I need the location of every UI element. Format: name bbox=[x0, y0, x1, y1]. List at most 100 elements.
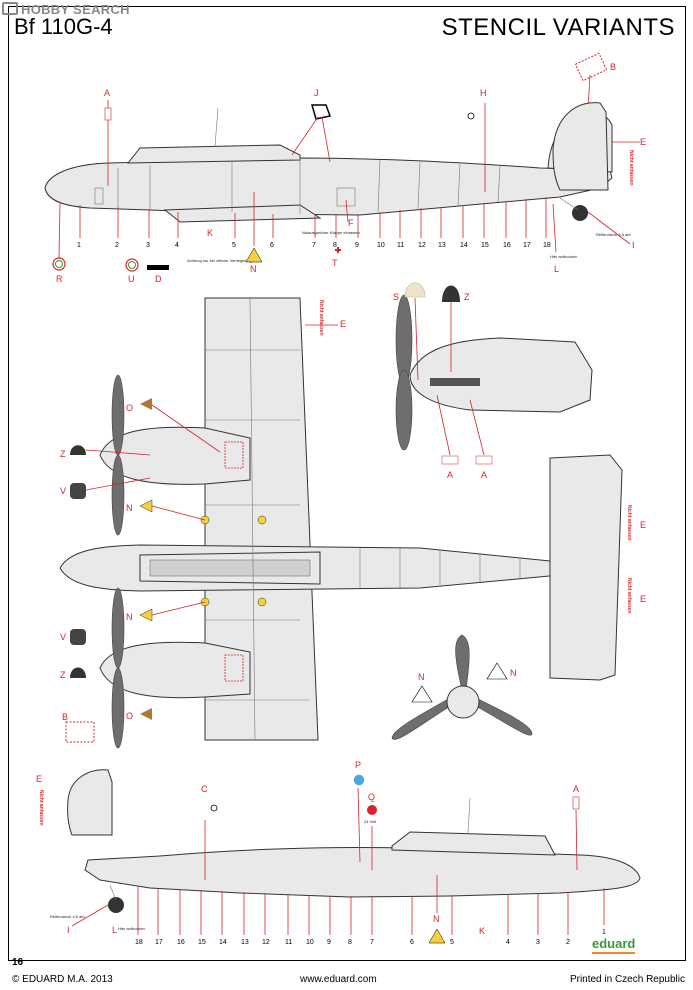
callout-v: V bbox=[60, 486, 66, 496]
propeller-blade bbox=[111, 667, 125, 749]
callout-e-wing: E bbox=[340, 319, 346, 329]
stencil-o-upper bbox=[140, 398, 152, 410]
tailplane-plan bbox=[549, 454, 623, 681]
stencil-a-detail-1 bbox=[441, 455, 459, 465]
callout-o-leader bbox=[151, 404, 221, 453]
callout-e-tail-upper: E bbox=[640, 520, 646, 530]
callout-u: U bbox=[128, 274, 135, 284]
station-number: 14 bbox=[219, 939, 227, 946]
stencil-q bbox=[367, 805, 377, 815]
station-number: 8 bbox=[333, 242, 337, 249]
stencil-u-inner bbox=[128, 261, 136, 269]
callout-n-right: N bbox=[510, 668, 517, 678]
rudder-detail-bottom bbox=[67, 769, 113, 836]
sheet-title: STENCIL VARIANTS bbox=[441, 14, 675, 41]
propeller-blade bbox=[111, 587, 125, 669]
wing-root-top-side bbox=[163, 204, 322, 223]
callout-m-leader bbox=[151, 505, 206, 521]
wing-panel-lines bbox=[205, 297, 310, 741]
text-nicht-anfassen-tail: Nicht anfassen bbox=[626, 505, 632, 541]
callout-o-lower: O bbox=[126, 711, 133, 721]
text-achtung: Achtung nur bei offener Verriegelung bbox=[187, 258, 252, 263]
prop-blade-right bbox=[473, 697, 533, 736]
stencil-m-lower bbox=[139, 608, 153, 622]
station-number: 13 bbox=[438, 242, 446, 249]
brand-text: eduard bbox=[592, 936, 636, 951]
rudder-detail bbox=[552, 102, 609, 191]
callout-a-bottom: A bbox=[573, 784, 579, 794]
stencil-n-right bbox=[486, 662, 508, 680]
station-number: 8 bbox=[348, 939, 352, 946]
stencil-v-upper bbox=[70, 483, 86, 499]
fuselage-bottom-side bbox=[84, 846, 641, 898]
station-number: 11 bbox=[285, 939, 292, 946]
nacelle-stencil-lower bbox=[224, 654, 244, 682]
stencil-v-lower bbox=[70, 629, 86, 645]
nacelle-detail-body bbox=[409, 337, 593, 413]
fuselage-panel-lines bbox=[359, 548, 521, 588]
stencil-b-bottom bbox=[65, 721, 95, 743]
text-hier-aufbocken-bottom: Hier aufbocken bbox=[118, 926, 145, 931]
stencil-z-lower bbox=[70, 667, 86, 678]
station-number: 10 bbox=[306, 939, 314, 946]
printed-in: Printed in Czech Republic bbox=[569, 974, 685, 985]
stencil-t-cross bbox=[335, 247, 341, 253]
station-number: 15 bbox=[198, 939, 206, 946]
station-number: 6 bbox=[270, 242, 274, 249]
callout-i-bottom: I bbox=[67, 925, 70, 935]
callout-a-detail-leader bbox=[436, 394, 451, 456]
station-number: 7 bbox=[370, 939, 374, 946]
stencil-r bbox=[52, 257, 66, 271]
stencil-p bbox=[352, 773, 366, 787]
station-number: 2 bbox=[566, 939, 570, 946]
callout-p-leader bbox=[357, 787, 361, 863]
text-nicht-anfassen-bottom: Nicht anfassen bbox=[38, 790, 44, 826]
callout-t: T bbox=[332, 258, 338, 268]
page-frame bbox=[8, 6, 686, 961]
stencil-c-circle bbox=[210, 804, 218, 812]
station-number: 3 bbox=[536, 939, 540, 946]
stencil-z-detail bbox=[442, 285, 460, 302]
access-panel bbox=[336, 187, 356, 207]
callout-v-leader bbox=[85, 477, 151, 491]
text-reifendruck: Reifendruck 4,5 atü bbox=[596, 232, 631, 237]
callout-a: A bbox=[104, 88, 110, 98]
station-number: 12 bbox=[262, 939, 270, 946]
station-number: 10 bbox=[377, 242, 385, 249]
callout-j: J bbox=[314, 88, 319, 98]
stencil-a bbox=[104, 107, 112, 121]
station-number: 9 bbox=[355, 242, 359, 249]
callout-b: B bbox=[610, 62, 616, 72]
callout-m-plan-lower: N bbox=[126, 612, 133, 622]
callout-z: Z bbox=[60, 449, 66, 459]
station-number: 1 bbox=[77, 242, 81, 249]
spinner bbox=[446, 685, 480, 719]
callout-k-bottom: K bbox=[479, 926, 485, 936]
callout-b-bottom: B bbox=[62, 712, 68, 722]
nacelle-propeller-blade bbox=[395, 369, 413, 451]
callout-q: Q bbox=[368, 792, 375, 802]
stencil-f bbox=[147, 265, 169, 270]
panel-line bbox=[377, 159, 381, 213]
camera-icon bbox=[2, 2, 18, 15]
callout-v-lower: V bbox=[60, 632, 66, 642]
tail-wheel-bottom bbox=[108, 897, 124, 913]
callout-i-bottom-leader bbox=[71, 904, 109, 927]
station-number: 7 bbox=[312, 242, 316, 249]
station-number: 17 bbox=[523, 242, 531, 249]
station-number: 4 bbox=[175, 242, 179, 249]
callout-h: F bbox=[348, 218, 354, 228]
tail-wheel-strut-bottom bbox=[109, 884, 117, 901]
antenna-mast bbox=[214, 107, 219, 147]
callout-r-leader bbox=[58, 201, 61, 259]
propeller-front-view: N N bbox=[391, 634, 533, 740]
callout-k: K bbox=[207, 228, 213, 238]
eduard-logo: eduard bbox=[592, 936, 636, 954]
side-view-top: 1 2 3 4 5 6 7 8 9 10 11 12 13 14 15 16 1… bbox=[44, 52, 646, 284]
stencil-c-box bbox=[185, 797, 223, 817]
tail-wheel-strut bbox=[559, 197, 579, 211]
station-number: 9 bbox=[327, 939, 331, 946]
copyright: © EDUARD M.A. 2013 bbox=[12, 974, 113, 985]
stencil-o-lower bbox=[140, 708, 152, 720]
callout-o: O bbox=[126, 403, 133, 413]
